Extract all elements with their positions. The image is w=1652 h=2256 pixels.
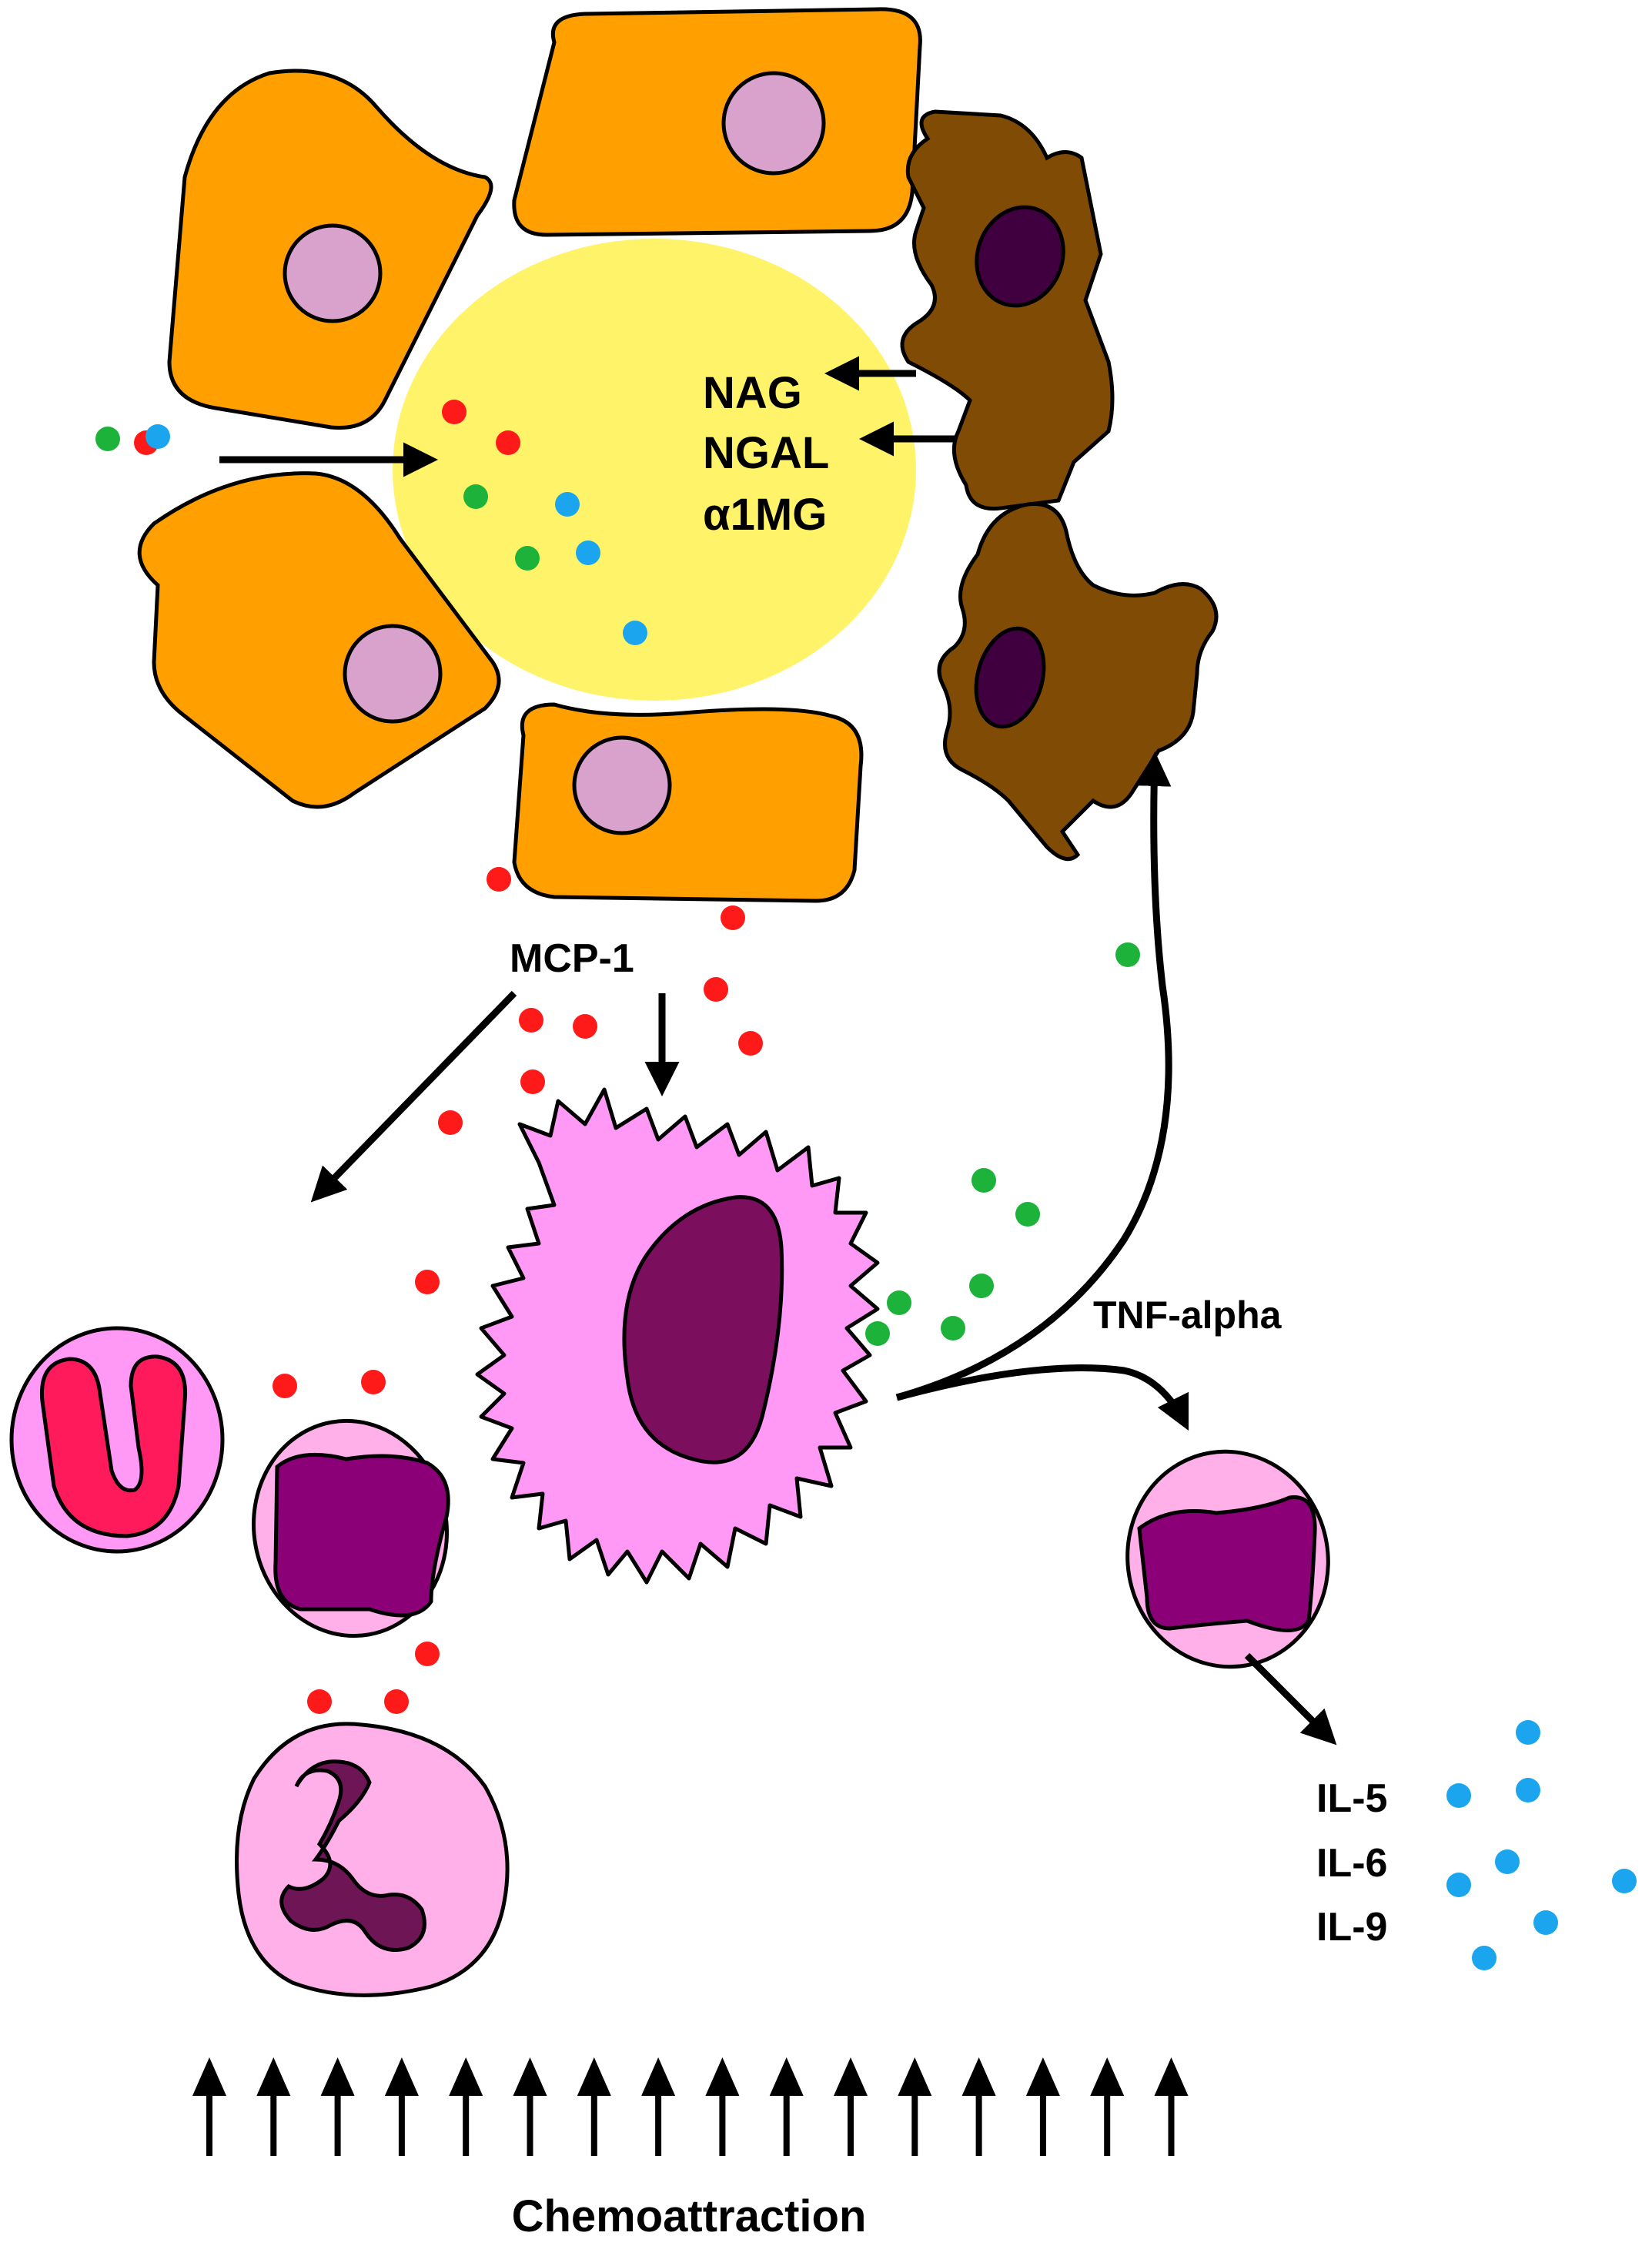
label-chemoattraction: Chemoattraction (512, 2191, 867, 2241)
tubular-nucleus (721, 71, 826, 176)
macrophage-nucleus (975, 205, 1065, 308)
cytokine-dot (515, 546, 540, 571)
label-il9: IL-9 (1316, 1905, 1387, 1950)
cytokine-dot (941, 1316, 965, 1341)
cytokine-dot (463, 484, 488, 509)
neutrophil-nucleus (279, 1759, 426, 1952)
arrow-head (834, 2057, 868, 2096)
cytokine-dot (442, 400, 467, 424)
tubular-lumen (393, 239, 916, 701)
arrow-head (577, 2057, 611, 2096)
cytokine-dot (887, 1290, 911, 1315)
cytokine-dot (1472, 1946, 1496, 1970)
neutrophil (235, 1722, 510, 1997)
lymphocyte-nucleus (1137, 1495, 1317, 1632)
arrow-head (641, 2057, 676, 2096)
tubular-nucleus (572, 735, 672, 835)
tubular-cell-upper-left (167, 69, 493, 430)
arrow-head (449, 2057, 483, 2096)
arrow-head (769, 2057, 804, 2096)
tubular-cell-lower-left (137, 471, 501, 809)
tubular-nucleus (343, 624, 443, 724)
label-il6: IL-6 (1316, 1841, 1387, 1886)
tubular-nucleus (283, 223, 383, 323)
label-mcp1: MCP-1 (510, 936, 634, 981)
arrow-head (1154, 2057, 1189, 2096)
cytokine-dot (415, 1642, 440, 1666)
cytokine-dot (865, 1321, 890, 1346)
macrophage-upper (900, 109, 1115, 511)
arrow-to-interleukins (1244, 1652, 1337, 1746)
cytokine-dot (738, 1031, 763, 1056)
cytokine-dot (361, 1370, 386, 1394)
arrow-head (256, 2057, 291, 2096)
arrow-mcp1-left (310, 990, 517, 1203)
arrow-head (705, 2057, 740, 2096)
macrophage-lower (937, 501, 1219, 862)
dendritic-nucleus (622, 1195, 784, 1464)
macrophage-nucleus (974, 626, 1046, 729)
cytokine-dot (721, 905, 745, 930)
cytokine-dot (1115, 942, 1140, 967)
label-ngal: NGAL (703, 428, 829, 478)
arrow-head (513, 2057, 547, 2096)
arrow-head (1025, 2057, 1060, 2096)
arrow-head (961, 2057, 996, 2096)
label-a1mg: α1MG (703, 490, 827, 540)
cytokine-dot (519, 1008, 543, 1033)
arrow-head (1090, 2057, 1125, 2096)
tubular-cell-top (512, 7, 922, 237)
eosinophil-nucleus (39, 1354, 188, 1538)
arrow-head (320, 2057, 355, 2096)
cytokine-dot (969, 1274, 994, 1298)
arrow-tnf-to-macrophage (895, 751, 1172, 1401)
cytokine-dot (576, 541, 600, 565)
chemoattraction-arrows (192, 2057, 1189, 2156)
cytokine-dot (1533, 1910, 1558, 1935)
cytokine-dot (95, 427, 120, 451)
cytokine-dot (384, 1689, 409, 1714)
cytokine-dot (520, 1069, 545, 1094)
cytokine-dot (415, 1270, 440, 1294)
cytokine-dot (496, 430, 520, 455)
cytokine-dot (1516, 1720, 1540, 1745)
label-tnf-alpha: TNF-alpha (1093, 1294, 1282, 1337)
label-nag: NAG (703, 368, 802, 418)
label-il5: IL-5 (1316, 1776, 1387, 1821)
arrow-head (192, 2057, 226, 2096)
tubular-cell-bottom (512, 702, 864, 903)
cytokine-dot (1495, 1849, 1520, 1874)
lymphocyte-right (1125, 1449, 1330, 1669)
cytokine-dot (273, 1374, 297, 1398)
lymphocyte-left (252, 1418, 450, 1638)
cytokine-dot (1446, 1783, 1471, 1808)
cytokine-dot (307, 1689, 332, 1714)
cytokine-dot (1612, 1869, 1637, 1893)
cytokine-dot (1516, 1778, 1540, 1802)
arrow-tnf-to-lymphocyte (895, 1364, 1189, 1431)
cytokine-dot (487, 867, 511, 892)
cytokine-dot (623, 621, 647, 645)
eosinophil (9, 1326, 225, 1554)
arrow-head (898, 2057, 932, 2096)
cytokine-dots (95, 400, 1637, 1970)
dendritic-cell (475, 1087, 880, 1585)
cytokine-dot (971, 1168, 996, 1193)
cytokine-dot (555, 492, 580, 517)
cytokine-dot (704, 977, 728, 1002)
cytokine-dot (1015, 1202, 1040, 1227)
cytokine-dot (145, 424, 170, 449)
cytokine-dot (438, 1110, 463, 1135)
cytokine-dot (573, 1014, 597, 1039)
lymphocyte-nucleus (273, 1452, 450, 1618)
cytokine-dot (1446, 1873, 1471, 1897)
arrow-head (384, 2057, 419, 2096)
